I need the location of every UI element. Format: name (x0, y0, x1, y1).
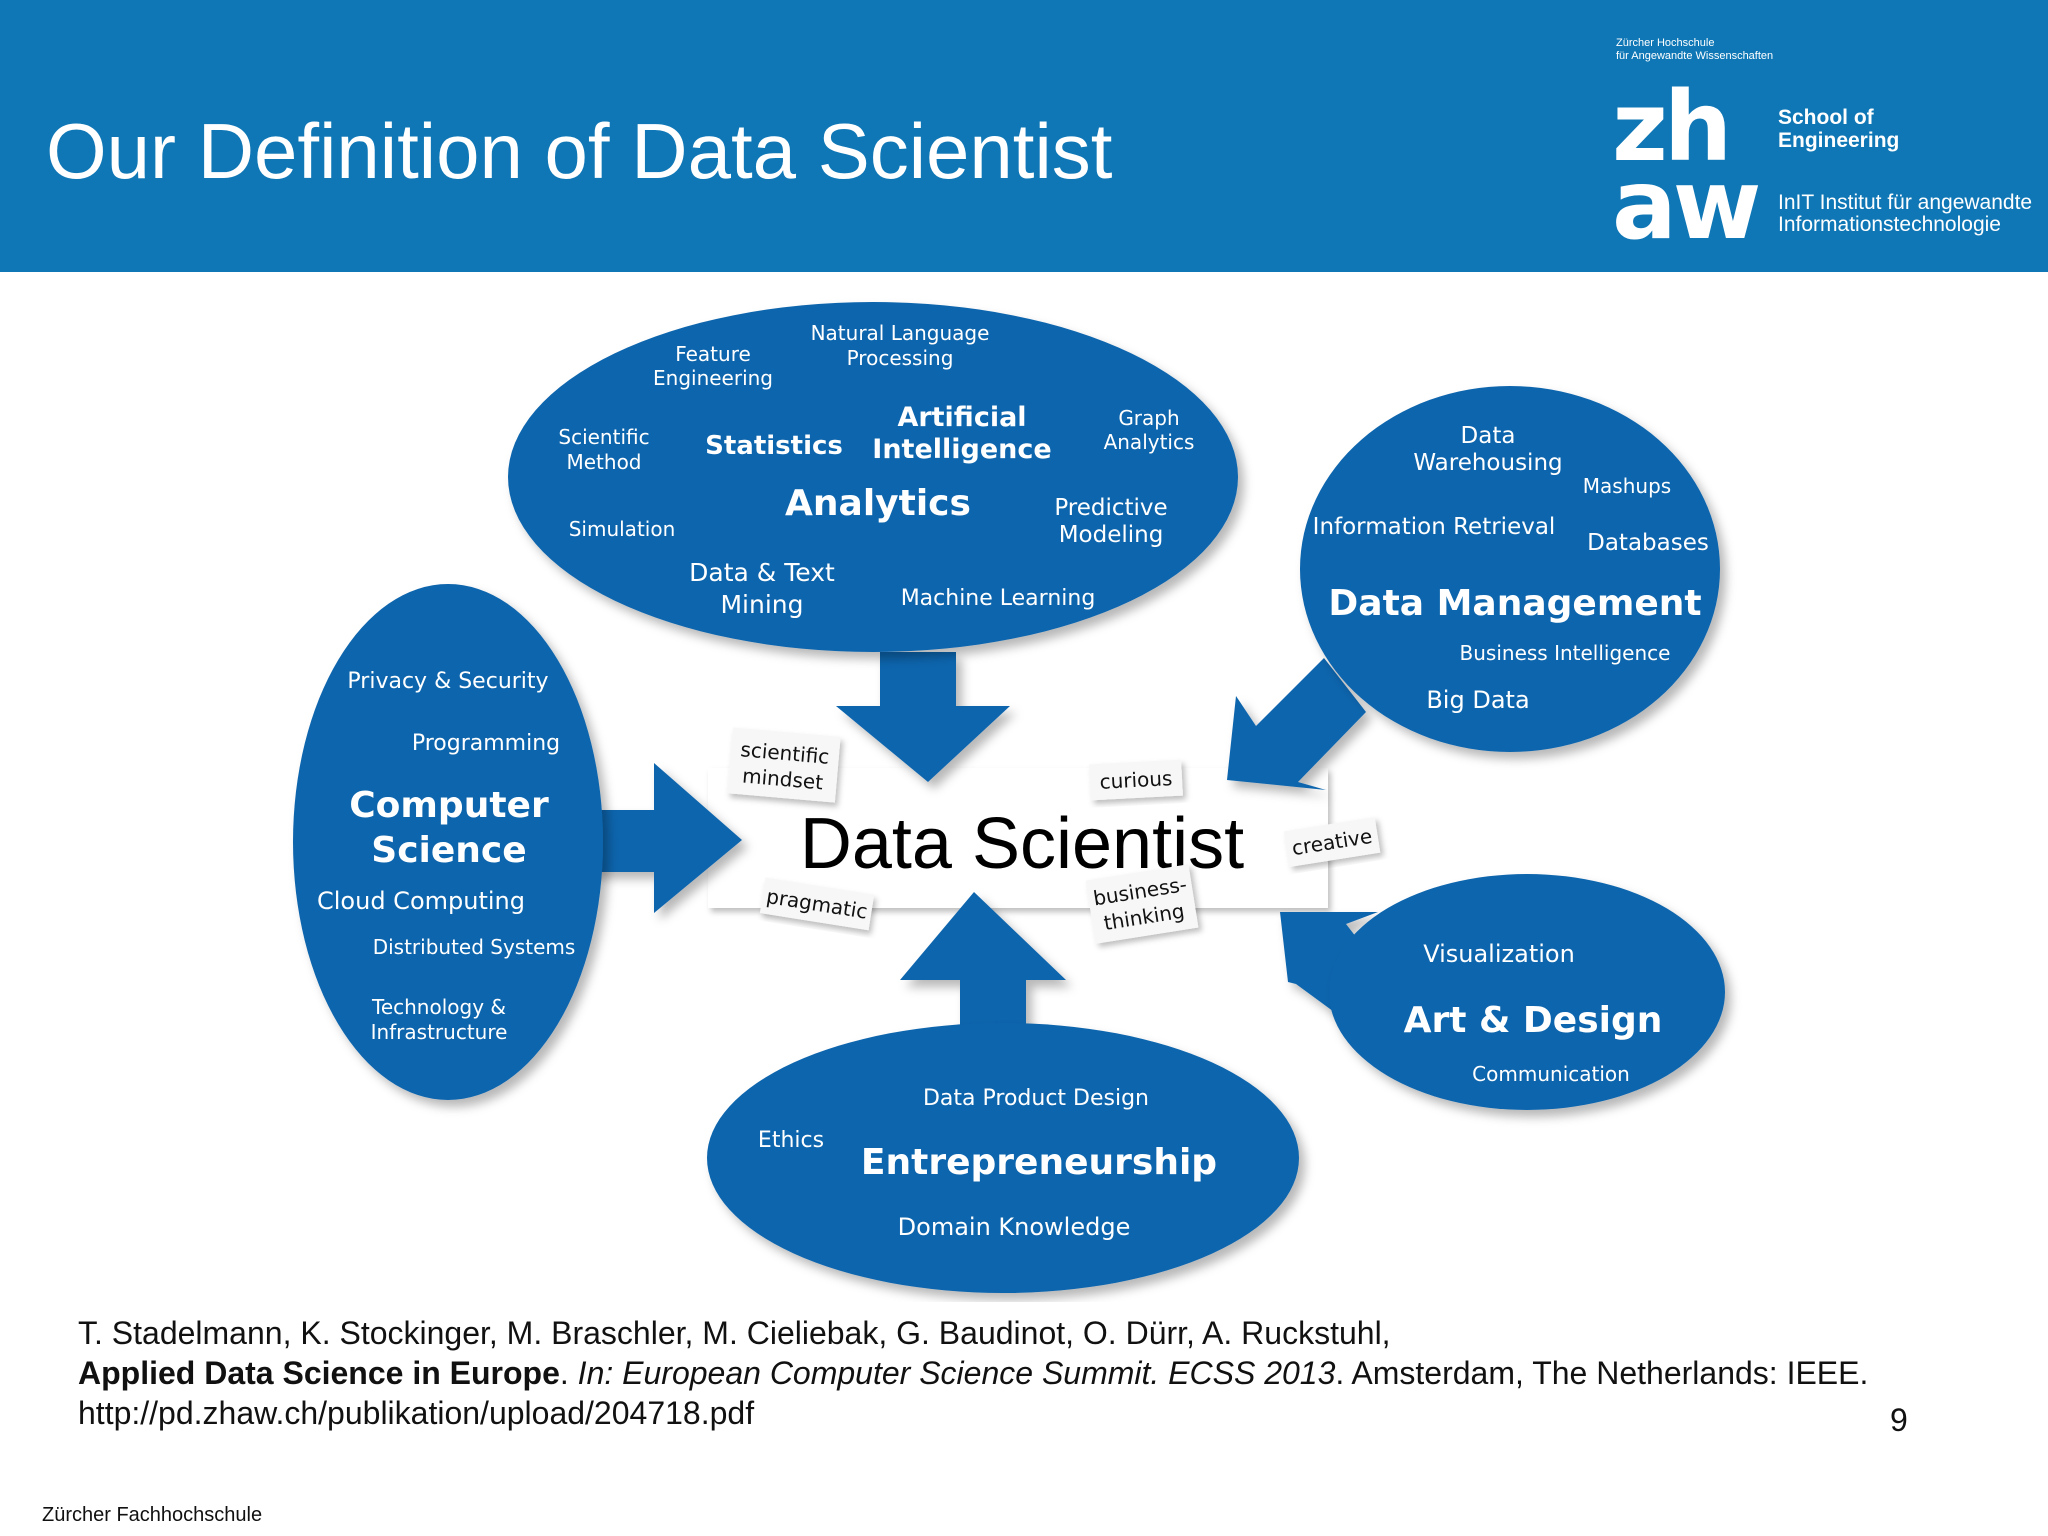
analytics-graph-2: Analytics (1104, 430, 1195, 454)
ellipse-art-design (1329, 874, 1725, 1110)
dm-bi: Business Intelligence (1460, 641, 1671, 665)
analytics-nlp-2: Processing (847, 346, 954, 370)
logo-mark-bottom: aw (1612, 149, 1761, 261)
ellipse-analytics (508, 302, 1238, 652)
citation-venue: In: European Computer Science Summit. EC… (577, 1355, 1336, 1391)
analytics-statistics: Statistics (705, 431, 843, 461)
analytics-simulation: Simulation (569, 517, 676, 541)
citation: T. Stadelmann, K. Stockinger, M. Braschl… (78, 1313, 1868, 1433)
analytics-fe-2: Engineering (653, 366, 773, 390)
logo-institute: InIT Institut für angewandte Information… (1778, 192, 2032, 236)
logo-school-line2: Engineering (1778, 129, 1900, 152)
dm-dw-1: Data (1461, 423, 1516, 449)
cs-tech-2: Infrastructure (371, 1020, 508, 1044)
analytics-sci-1: Scientific (558, 425, 649, 449)
ent-dpd: Data Product Design (923, 1086, 1149, 1111)
ent-ethics: Ethics (758, 1128, 824, 1153)
ent-heading: Entrepreneurship (861, 1142, 1217, 1183)
logo-caption-line2: für Angewandte Wissenschaften (1616, 50, 1774, 62)
cs-tech-1: Technology & (371, 995, 506, 1019)
analytics-graph-1: Graph (1118, 406, 1179, 430)
analytics-dtm-1: Data & Text (689, 558, 835, 587)
dm-databases: Databases (1587, 530, 1709, 556)
analytics-pred-2: Modeling (1059, 522, 1164, 548)
ent-domain: Domain Knowledge (898, 1213, 1131, 1241)
dm-mashups: Mashups (1583, 474, 1671, 498)
logo-institute-line2: Informationstechnologie (1778, 213, 2001, 236)
logo-school: School of Engineering (1778, 106, 1899, 152)
citation-authors: T. Stadelmann, K. Stockinger, M. Braschl… (78, 1315, 1391, 1351)
citation-sep: . (559, 1355, 578, 1391)
dm-bigdata: Big Data (1426, 686, 1529, 714)
logo-mark-top: zh (1612, 71, 1732, 183)
analytics-sci-2: Method (566, 450, 641, 474)
logo-caption: Zürcher Hochschule für Angewandte Wissen… (1616, 37, 1773, 63)
arrow-entrepreneurship (900, 892, 1066, 1052)
ellipse-computer-science (293, 584, 603, 1100)
analytics-fe-1: Feature (675, 342, 751, 366)
dm-heading: Data Management (1328, 583, 1701, 624)
arrow-data-management (1227, 658, 1366, 790)
cs-privacy: Privacy & Security (347, 669, 548, 694)
cs-heading-2: Science (371, 830, 526, 871)
analytics-dtm-2: Mining (720, 590, 803, 619)
trait-note-scientific: scientific mindset (727, 727, 841, 803)
cs-heading-1: Computer (349, 785, 549, 826)
analytics-ai-1: Artificial (897, 402, 1026, 433)
logo-institute-line1: InIT Institut für angewandte (1778, 191, 2033, 214)
trait-note-creative: creative (1283, 817, 1381, 867)
citation-paper: Applied Data Science in Europe (78, 1355, 560, 1391)
ad-heading: Art & Design (1404, 1000, 1663, 1041)
trait-note-curious: curious (1089, 759, 1183, 801)
trait-curious: curious (1099, 766, 1173, 794)
slide-title: Our Definition of Data Scientist (46, 107, 1113, 195)
dm-dw-2: Warehousing (1413, 450, 1562, 476)
zhaw-logo-mark: zh aw (1612, 71, 1761, 261)
cs-programming: Programming (412, 731, 560, 756)
citation-rest: . Amsterdam, The Netherlands: IEEE. (1335, 1355, 1869, 1391)
page-number: 9 (1890, 1402, 1908, 1438)
citation-reference: Applied Data Science in Europe. In: Euro… (78, 1353, 1868, 1393)
cs-distributed: Distributed Systems (373, 935, 576, 959)
analytics-nlp-1: Natural Language (811, 321, 990, 345)
analytics-pred-1: Predictive (1054, 495, 1167, 521)
data-scientist-diagram: Data Scientist scientific mindset curiou… (293, 302, 1725, 1293)
ellipse-data-management (1300, 386, 1720, 752)
cs-cloud: Cloud Computing (317, 887, 525, 915)
citation-url[interactable]: http://pd.zhaw.ch/publikation/upload/204… (78, 1395, 755, 1431)
ad-communication: Communication (1472, 1062, 1630, 1086)
analytics-ai-2: Intelligence (872, 434, 1051, 465)
dm-ir: Information Retrieval (1313, 514, 1556, 540)
trait-note-business: business- thinking (1085, 864, 1199, 944)
analytics-heading: Analytics (785, 483, 971, 524)
ad-visualization: Visualization (1423, 940, 1575, 968)
arrow-analytics (836, 652, 1010, 782)
ellipse-entrepreneurship (707, 1023, 1299, 1293)
logo-caption-line1: Zürcher Hochschule (1616, 37, 1715, 49)
analytics-ml: Machine Learning (901, 586, 1096, 611)
footer-institution: Zürcher Fachhochschule (42, 1504, 263, 1526)
logo-school-line1: School of (1778, 106, 1874, 129)
slide-header: Our Definition of Data Scientist Zürcher… (0, 0, 2048, 272)
arrow-computer-science (590, 763, 742, 913)
